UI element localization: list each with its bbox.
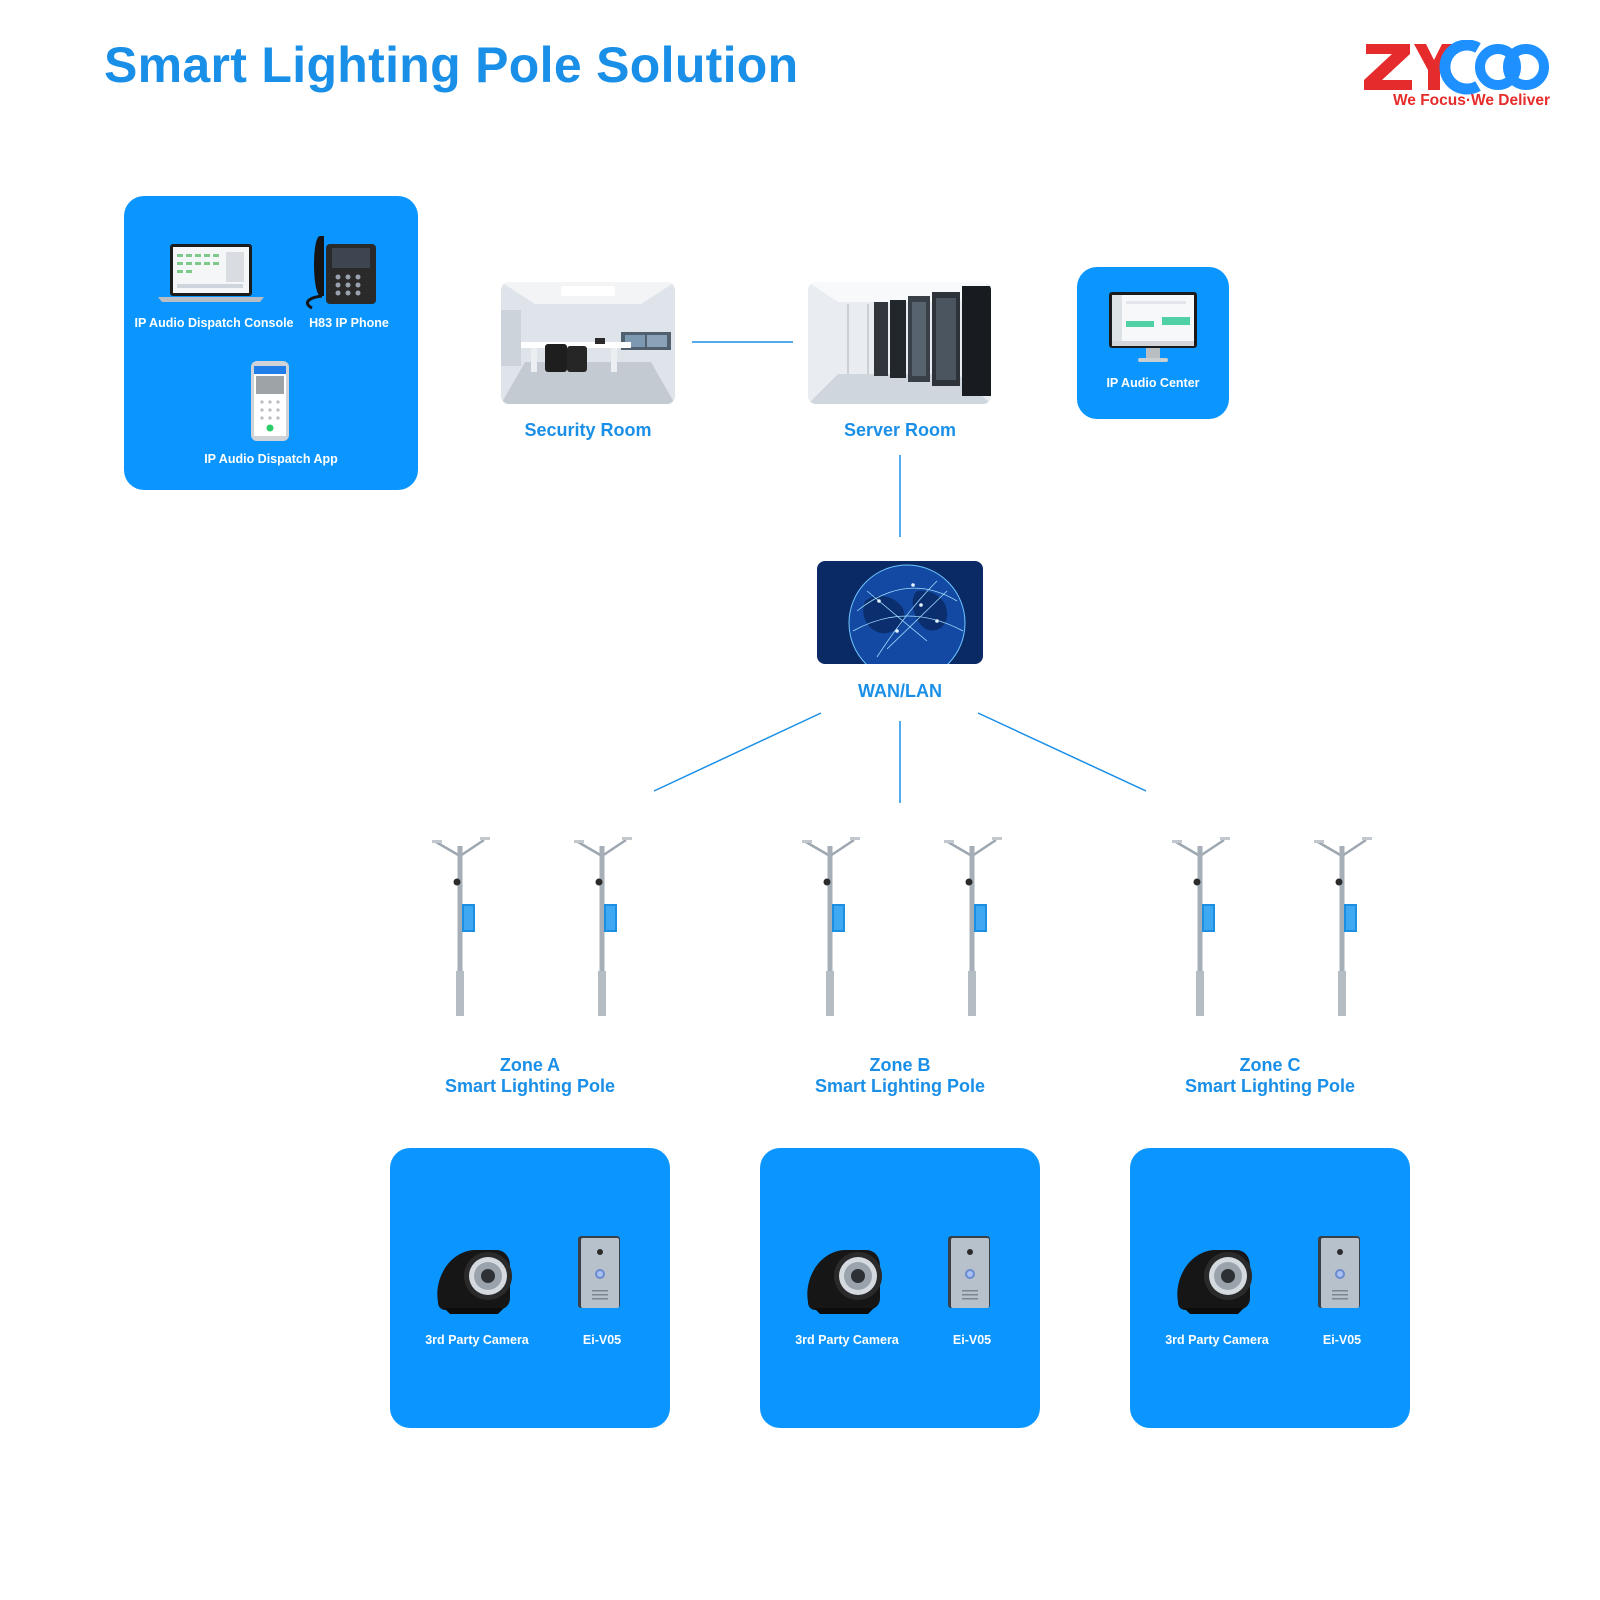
lighting-pole: [1312, 836, 1374, 1018]
audio-center-panel: IP Audio Center: [1077, 267, 1229, 419]
zone-a-devices-panel: 3rd Party Camera Ei-V05: [390, 1148, 670, 1428]
console-label: IP Audio Dispatch Console: [134, 316, 294, 330]
zone-a-label: Zone A Smart Lighting Pole: [410, 1055, 650, 1097]
lighting-pole: [1170, 836, 1232, 1018]
server-room-photo: [808, 282, 991, 404]
intercom-icon: [1318, 1236, 1360, 1308]
monitor-icon: [1109, 292, 1197, 362]
intercom-label: Ei-V05: [582, 1333, 622, 1347]
network-label: WAN/LAN: [858, 681, 942, 701]
intercom-label: Ei-V05: [1322, 1333, 1362, 1347]
lighting-pole: [572, 836, 634, 1018]
zone-b-name: Zone B: [869, 1055, 931, 1075]
zone-c-subtitle: Smart Lighting Pole: [1184, 1076, 1355, 1096]
zone-c-devices-panel: 3rd Party Camera Ei-V05: [1130, 1148, 1410, 1428]
phone-label: H83 IP Phone: [309, 316, 389, 330]
lighting-pole: [800, 836, 862, 1018]
zone-a-poles: [430, 836, 634, 1018]
audio-center-label: IP Audio Center: [1106, 376, 1200, 390]
camera-label: 3rd Party Camera: [1165, 1333, 1269, 1347]
lighting-pole: [430, 836, 492, 1018]
server-room-label: Server Room: [843, 420, 957, 440]
security-room-label: Security Room: [524, 420, 652, 440]
camera-icon: [1177, 1250, 1252, 1314]
camera-label: 3rd Party Camera: [795, 1333, 899, 1347]
camera-icon: [437, 1250, 512, 1314]
link-network-zone-c: [977, 712, 1147, 792]
zycoo-logo: We Focus·We Deliver: [1360, 40, 1550, 120]
security-room-photo: [501, 282, 675, 404]
zone-b-subtitle: Smart Lighting Pole: [814, 1076, 985, 1096]
zone-b-label: Zone B Smart Lighting Pole: [780, 1055, 1020, 1097]
camera-label: 3rd Party Camera: [425, 1333, 529, 1347]
intercom-icon: [948, 1236, 990, 1308]
page-title: Smart Lighting Pole Solution: [104, 37, 799, 93]
camera-icon: [807, 1250, 882, 1314]
laptop-icon: [158, 244, 264, 302]
zone-b-poles: [800, 836, 1004, 1018]
zone-c-poles: [1170, 836, 1374, 1018]
ip-phone-icon: [305, 236, 376, 310]
logo-wordmark: [1364, 40, 1549, 95]
zone-c-label: Zone C Smart Lighting Pole: [1150, 1055, 1390, 1097]
network-globe-photo: [817, 561, 983, 664]
app-label: IP Audio Dispatch App: [204, 452, 338, 466]
link-network-zone-a: [653, 712, 822, 792]
lighting-pole: [942, 836, 1004, 1018]
dispatch-panel: IP Audio Dispatch Console H83 IP Phone I…: [124, 196, 418, 490]
smartphone-icon: [251, 361, 289, 441]
zone-a-name: Zone A: [499, 1055, 561, 1075]
zone-b-devices-panel: 3rd Party Camera Ei-V05: [760, 1148, 1040, 1428]
logo-tagline: We Focus·We Deliver: [1392, 92, 1550, 109]
zone-c-name: Zone C: [1239, 1055, 1301, 1075]
zone-a-subtitle: Smart Lighting Pole: [444, 1076, 615, 1096]
intercom-label: Ei-V05: [952, 1333, 992, 1347]
intercom-icon: [578, 1236, 620, 1308]
